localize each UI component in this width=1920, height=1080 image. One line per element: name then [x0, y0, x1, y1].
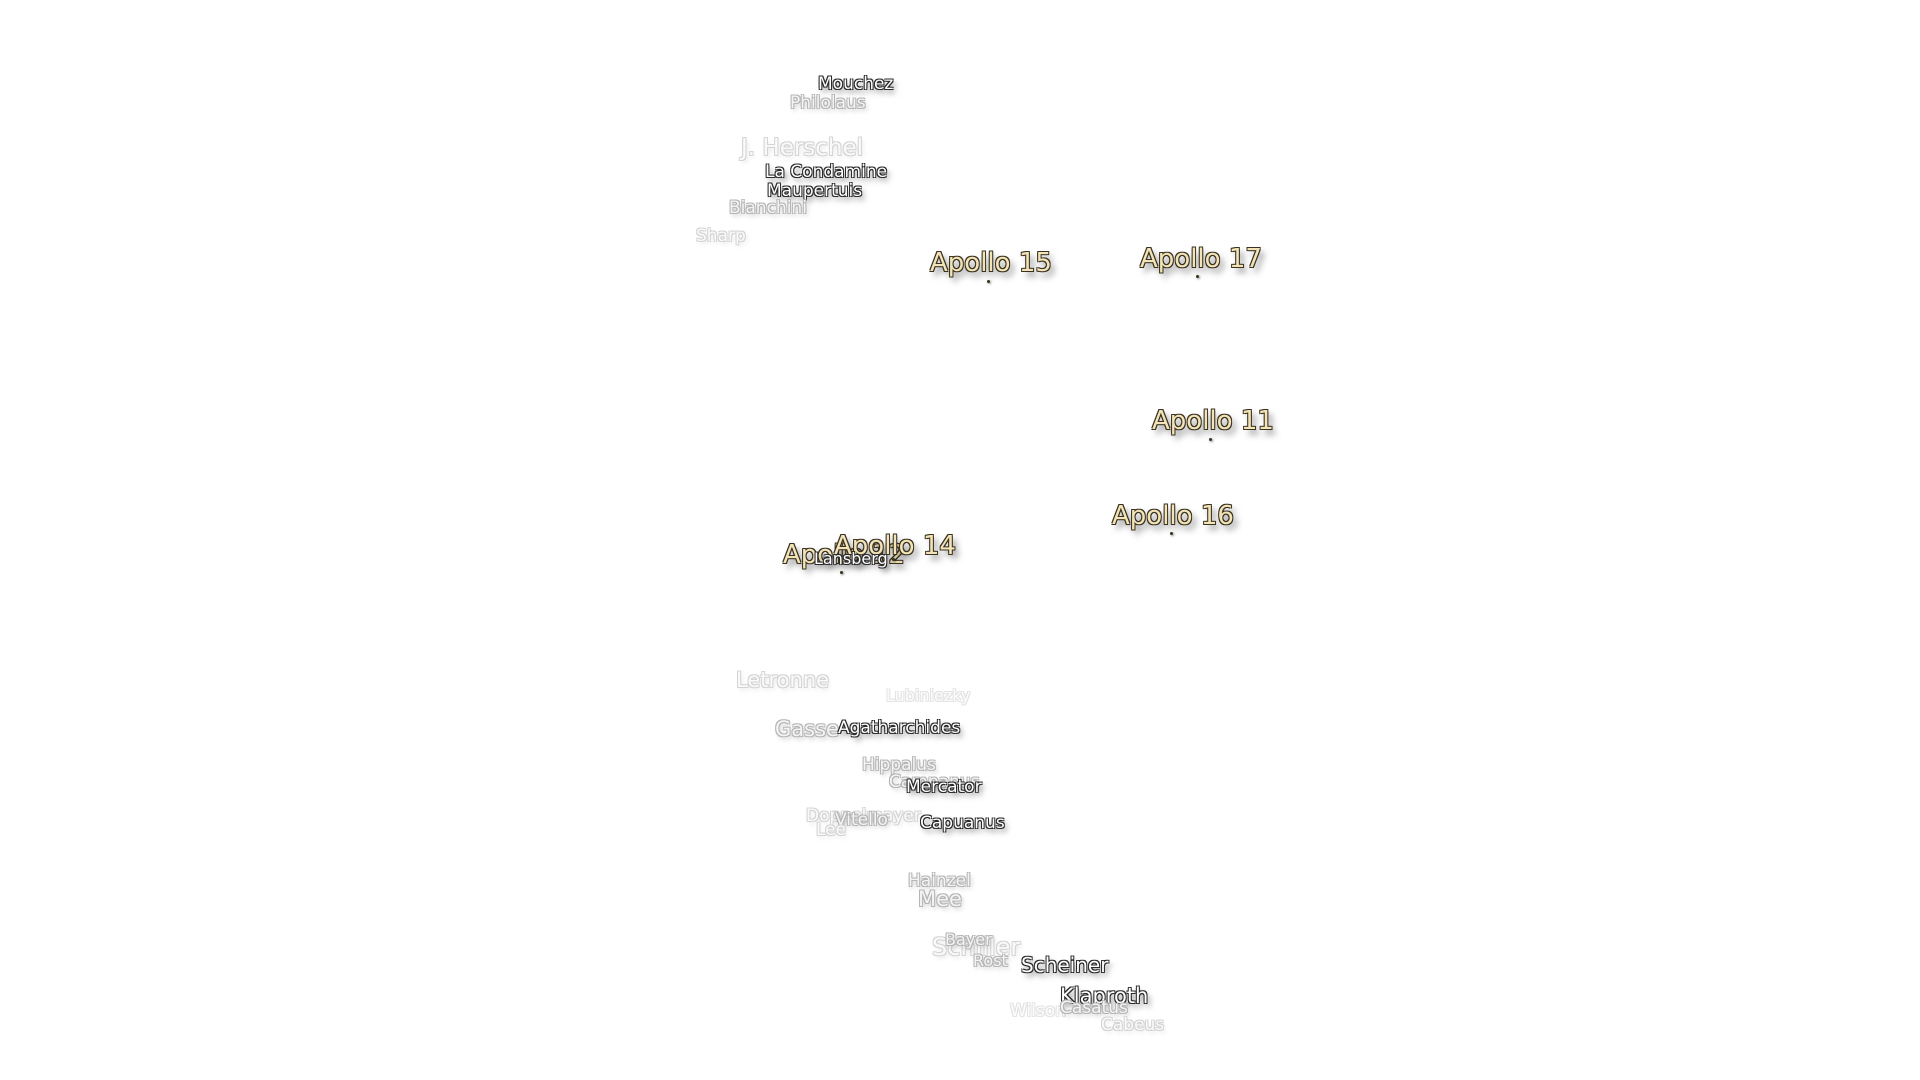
- crater-label-j-herschel[interactable]: J. Herschel: [741, 135, 864, 161]
- crater-label-campanus[interactable]: Campanus: [889, 772, 980, 792]
- crater-label-casatus[interactable]: Casatus: [1060, 998, 1128, 1018]
- apollo-14-label[interactable]: Apollo 14: [834, 531, 956, 561]
- crater-label-doppelmayer[interactable]: Doppelmayer: [806, 806, 921, 826]
- crater-label-bianchini[interactable]: Bianchini: [729, 198, 807, 218]
- crater-label-sharp[interactable]: Sharp: [696, 226, 746, 246]
- apollo-12-label[interactable]: Apollo 12: [783, 540, 905, 570]
- crater-label-hippalus[interactable]: Hippalus: [862, 755, 936, 775]
- crater-label-mercator[interactable]: Mercator: [906, 777, 982, 797]
- crater-label-lee[interactable]: Lee: [816, 820, 847, 840]
- crater-label-letronne[interactable]: Letronne: [736, 668, 830, 692]
- crater-label-gassendi[interactable]: Gasse: [775, 717, 839, 741]
- crater-label-scheiner[interactable]: Scheiner: [1021, 953, 1109, 977]
- crater-label-klaproth[interactable]: Klaproth: [1060, 984, 1149, 1008]
- apollo-17-label[interactable]: Apollo 17: [1140, 244, 1262, 274]
- crater-label-hainzel[interactable]: Hainzel: [908, 871, 971, 891]
- crater-label-lansberg[interactable]: Lansberg: [814, 549, 888, 568]
- apollo-16-site-marker[interactable]: [1170, 532, 1173, 535]
- apollo-15-site-marker[interactable]: [987, 280, 990, 283]
- crater-label-mouchez[interactable]: Mouchez: [818, 74, 894, 94]
- crater-label-capuanus[interactable]: Capuanus: [920, 813, 1005, 833]
- apollo-12-site-marker[interactable]: [840, 571, 843, 574]
- apollo-11-label[interactable]: Apollo 11: [1152, 406, 1274, 436]
- apollo-14-site-marker[interactable]: [892, 558, 895, 561]
- crater-label-mee[interactable]: Mee: [918, 887, 962, 911]
- crater-label-cabeus[interactable]: Cabeus: [1101, 1015, 1165, 1035]
- crater-label-vitello[interactable]: Vitello: [835, 810, 888, 830]
- crater-label-la-condamine[interactable]: La Condamine: [765, 162, 888, 182]
- crater-label-bayer[interactable]: Bayer: [945, 930, 992, 949]
- crater-label-philolaus[interactable]: Philolaus: [790, 93, 866, 113]
- apollo-16-label[interactable]: Apollo 16: [1112, 501, 1234, 531]
- crater-label-maupertuis[interactable]: Maupertuis: [767, 181, 863, 201]
- crater-label-wilson[interactable]: Wilson: [1010, 1001, 1066, 1021]
- apollo-11-site-marker[interactable]: [1209, 438, 1212, 441]
- crater-label-schiller[interactable]: Schiller: [932, 933, 1021, 961]
- crater-label-rost[interactable]: Rost: [973, 951, 1008, 970]
- apollo-17-site-marker[interactable]: [1196, 275, 1199, 278]
- crater-label-lubiniezky[interactable]: Lubiniezky: [886, 686, 971, 705]
- apollo-15-label[interactable]: Apollo 15: [930, 248, 1052, 278]
- crater-label-agatharchides[interactable]: Agatharchides: [838, 718, 961, 738]
